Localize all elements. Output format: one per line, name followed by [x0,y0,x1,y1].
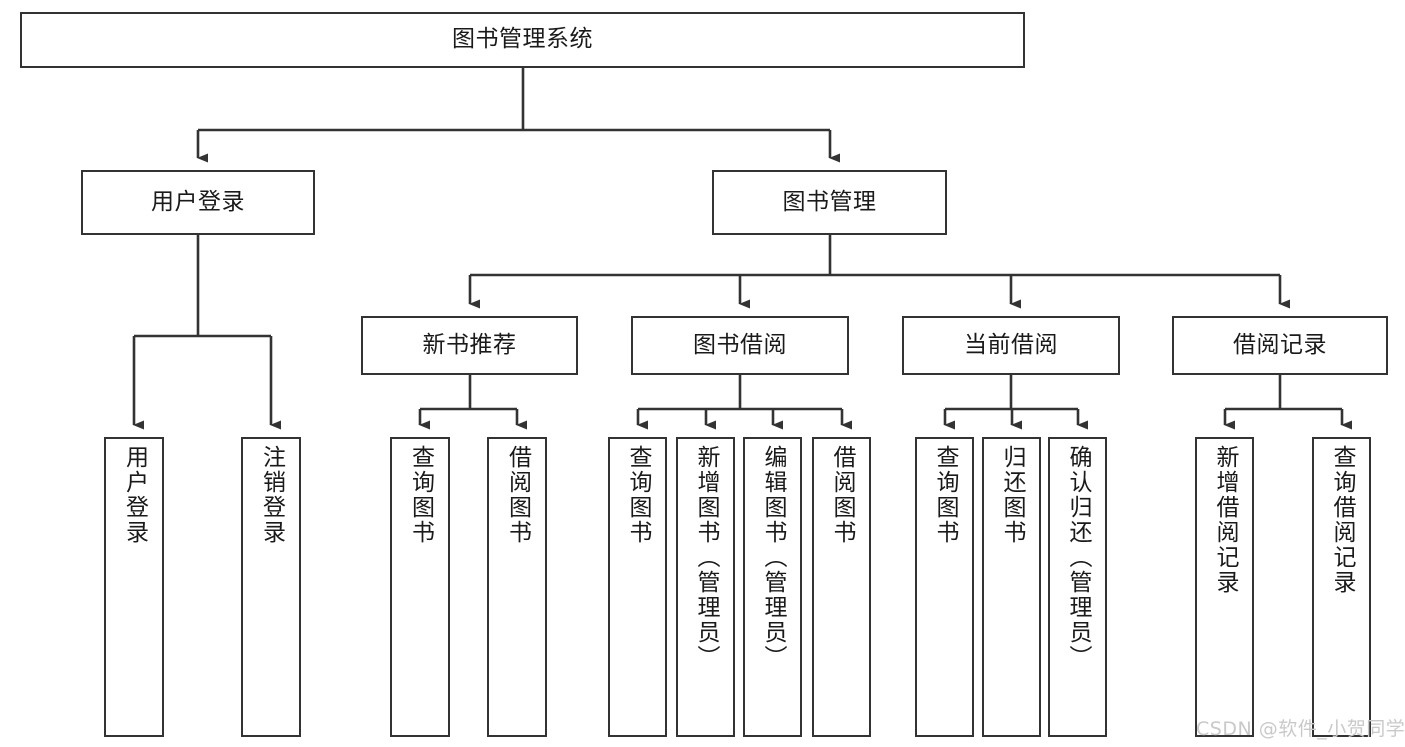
node-leaf-return-book[interactable]: 归还图书 [982,437,1041,737]
node-leaf-user-logout[interactable]: 注销登录 [241,437,301,737]
node-user-login[interactable]: 用户登录 [81,170,315,235]
watermark-text: CSDN @软件_小贺同学 [1196,718,1405,740]
node-label-leaf-edit-book: 编辑图书（管理员） [760,445,786,670]
node-label-book-borrow: 图书借阅 [693,331,787,358]
node-label-leaf-add-record: 新增借阅记录 [1212,445,1238,595]
node-book-manage[interactable]: 图书管理 [712,170,947,235]
node-leaf-query-book-1[interactable]: 查询图书 [390,437,450,737]
node-borrow-record[interactable]: 借阅记录 [1172,316,1388,375]
node-leaf-edit-book[interactable]: 编辑图书（管理员） [743,437,802,737]
node-label-root: 图书管理系统 [452,26,593,53]
node-label-leaf-borrow-book-1: 借阅图书 [504,445,531,545]
node-leaf-borrow-book-1[interactable]: 借阅图书 [487,437,547,737]
node-label-leaf-user-logout: 注销登录 [258,445,285,545]
node-leaf-user-login[interactable]: 用户登录 [104,437,164,737]
node-leaf-query-book-2[interactable]: 查询图书 [608,437,667,737]
node-label-borrow-record: 借阅记录 [1233,331,1327,358]
node-leaf-add-book[interactable]: 新增图书（管理员） [676,437,735,737]
node-label-leaf-return-book: 归还图书 [999,445,1025,545]
node-leaf-add-record[interactable]: 新增借阅记录 [1195,437,1254,737]
node-new-book-rec[interactable]: 新书推荐 [361,316,578,375]
node-label-leaf-add-book: 新增图书（管理员） [693,445,719,670]
node-label-book-manage: 图书管理 [782,188,877,215]
node-label-leaf-query-record: 查询借阅记录 [1329,445,1355,595]
node-label-new-book-rec: 新书推荐 [422,331,517,358]
node-label-leaf-user-login: 用户登录 [121,445,148,545]
node-leaf-query-book-3[interactable]: 查询图书 [915,437,974,737]
node-label-current-borrow: 当前借阅 [964,331,1058,358]
node-book-borrow[interactable]: 图书借阅 [631,316,849,375]
node-leaf-confirm-return[interactable]: 确认归还（管理员） [1048,437,1107,737]
node-label-leaf-query-book-1: 查询图书 [407,445,434,545]
node-label-leaf-confirm-return: 确认归还（管理员） [1065,445,1091,670]
node-current-borrow[interactable]: 当前借阅 [902,316,1120,375]
node-leaf-query-record[interactable]: 查询借阅记录 [1312,437,1371,737]
node-root[interactable]: 图书管理系统 [20,12,1025,68]
node-label-leaf-query-book-2: 查询图书 [625,445,651,545]
node-label-leaf-query-book-3: 查询图书 [932,445,958,545]
node-label-leaf-borrow-book-2: 借阅图书 [829,445,855,545]
node-leaf-borrow-book-2[interactable]: 借阅图书 [812,437,871,737]
node-label-user-login: 用户登录 [151,188,245,215]
